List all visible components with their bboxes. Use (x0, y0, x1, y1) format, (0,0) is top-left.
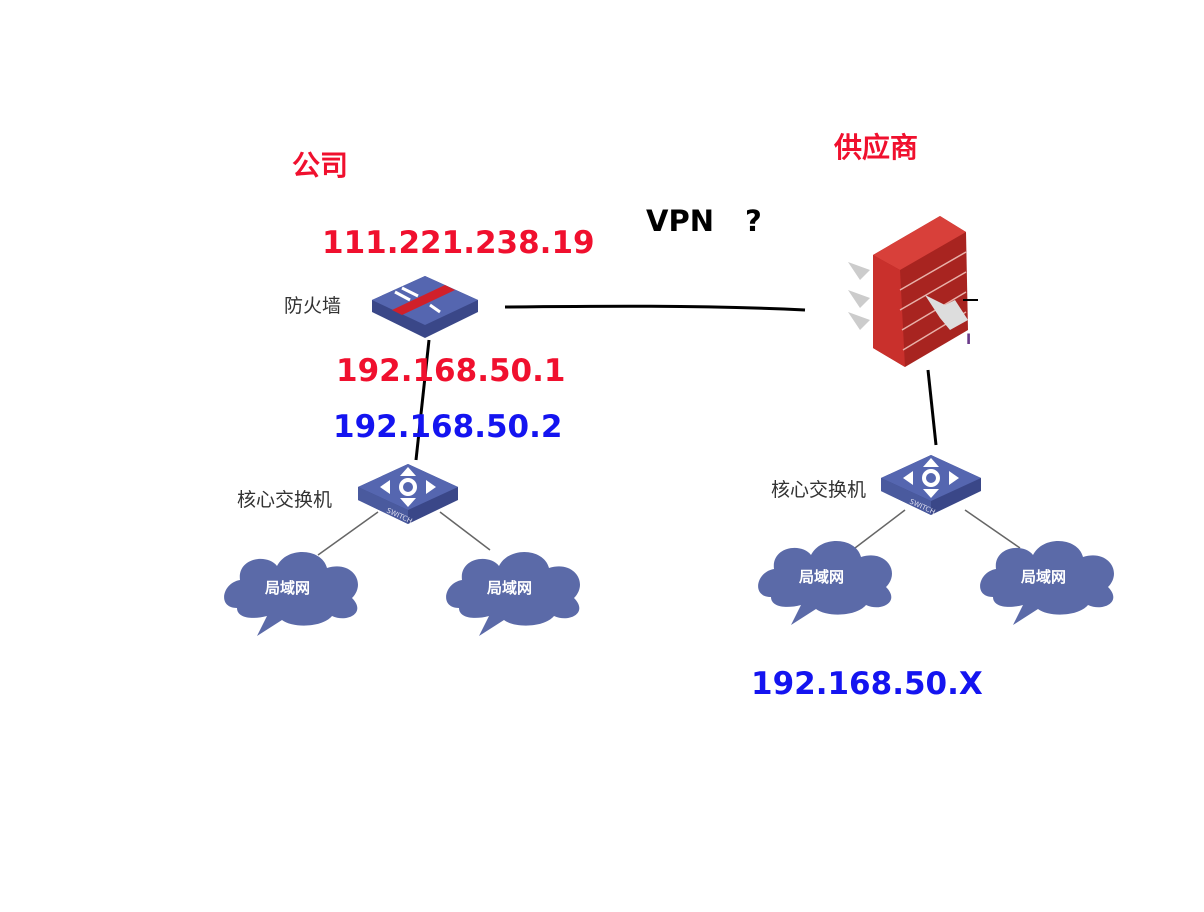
lan-label: 局域网 (1020, 568, 1066, 586)
vpn-link-line (504, 304, 806, 312)
lan-label: 局域网 (264, 579, 310, 597)
supplier-subnet: 192.168.50.X (751, 666, 983, 702)
switch-label: 核心交换机 (237, 489, 332, 511)
lan-label: 局域网 (486, 579, 532, 597)
public-ip: 111.221.238.19 (322, 225, 595, 261)
supplier-title: 供应商 (833, 131, 918, 164)
firewall-lan-ip: 192.168.50.1 (336, 353, 565, 389)
lan-label: 局域网 (798, 568, 844, 586)
firewall-icon: I (848, 216, 978, 367)
fw-switch-line (414, 339, 431, 461)
switch-ip: 192.168.50.2 (333, 409, 562, 445)
core-switch-icon (879, 453, 983, 519)
svg-text:I: I (966, 332, 971, 348)
firewall-label: 防火墙 (284, 295, 341, 317)
company-title: 公司 (292, 149, 348, 182)
switch-label: 核心交换机 (771, 479, 866, 501)
fw-switch-line-right (926, 369, 938, 446)
vpn-question: ? (745, 204, 762, 238)
vpn-label: VPN (646, 204, 714, 238)
firewall-icon (372, 276, 478, 338)
